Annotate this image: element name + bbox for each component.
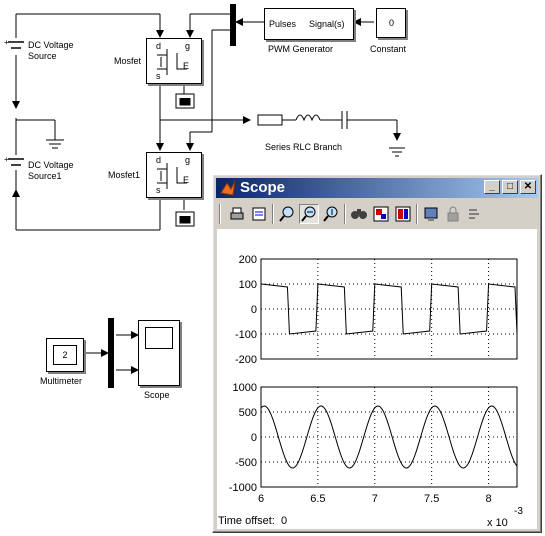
scope-toolbar bbox=[217, 202, 537, 226]
y-tick-label: -1000 bbox=[229, 482, 257, 494]
toolbar-separator bbox=[272, 204, 274, 224]
scope-window[interactable]: Scope _ □ ✕ bbox=[212, 174, 542, 533]
toolbar-grip bbox=[219, 204, 221, 224]
pwm-generator-block[interactable]: Pulses Signal(s) bbox=[264, 8, 354, 40]
scope-block[interactable] bbox=[138, 320, 180, 386]
multimeter-label: Multimeter bbox=[40, 376, 83, 386]
constant-value: 0 bbox=[389, 18, 395, 28]
y-tick-label: 0 bbox=[251, 432, 257, 444]
maximize-button[interactable]: □ bbox=[502, 180, 518, 194]
y-tick-label: 100 bbox=[239, 279, 257, 291]
y-tick-label: 200 bbox=[239, 254, 257, 266]
y-tick-label: 0 bbox=[251, 304, 257, 316]
signal-trace bbox=[260, 283, 518, 335]
zoom-icon[interactable] bbox=[277, 204, 297, 224]
mosfet1-port-g: g bbox=[185, 155, 191, 165]
x-tick-label: 7 bbox=[372, 493, 378, 505]
pwm-output-port: Signal(s) bbox=[309, 19, 345, 29]
constant-label: Constant bbox=[370, 44, 407, 54]
x-tick-label: 8 bbox=[485, 493, 491, 505]
save-axes-icon[interactable] bbox=[371, 204, 391, 224]
print-icon[interactable] bbox=[227, 204, 247, 224]
mosfet-port-d: d bbox=[156, 41, 162, 51]
y-tick-label: -100 bbox=[235, 329, 257, 341]
mosfet1-label: Mosfet1 bbox=[108, 170, 141, 180]
restore-axes-icon[interactable] bbox=[393, 204, 413, 224]
y-tick-label: 1000 bbox=[233, 382, 257, 394]
y-tick-label: -200 bbox=[235, 354, 257, 366]
scope-block-label: Scope bbox=[144, 390, 170, 400]
toolbar-separator bbox=[416, 204, 418, 224]
y-tick-label: 500 bbox=[239, 407, 257, 419]
svg-text:+: + bbox=[4, 155, 9, 164]
floating-scope-icon[interactable] bbox=[421, 204, 441, 224]
mosfet-label: Mosfet bbox=[114, 56, 142, 66]
dc-source1-label: DC Voltage Source1 bbox=[28, 160, 74, 181]
pwm-generator-label: PWM Generator bbox=[268, 44, 334, 54]
toolbar-separator bbox=[344, 204, 346, 224]
mosfet-port-s: s bbox=[156, 71, 161, 81]
x-axis-exponent: -3 bbox=[514, 506, 523, 517]
x-tick-label: 7.5 bbox=[424, 493, 439, 505]
zoom-y-icon[interactable] bbox=[321, 204, 341, 224]
mosfet1-port-s: s bbox=[156, 185, 161, 195]
mosfet-icon bbox=[157, 49, 187, 75]
x-tick-label: 6.5 bbox=[310, 493, 325, 505]
scope-block-screen bbox=[145, 327, 173, 349]
zoom-x-icon[interactable] bbox=[299, 204, 319, 224]
time-offset-label: Time offset: bbox=[218, 515, 275, 527]
svg-text:+: + bbox=[4, 38, 9, 47]
pwm-input-port: Pulses bbox=[269, 19, 297, 29]
signal-selector-icon[interactable] bbox=[465, 204, 485, 224]
autoscale-icon[interactable] bbox=[349, 204, 369, 224]
y-tick-label: -500 bbox=[235, 457, 257, 469]
mosfet1-icon bbox=[157, 163, 187, 189]
window-title: Scope bbox=[240, 179, 286, 196]
dc-source-label: DC Voltage Source bbox=[28, 40, 74, 61]
matlab-logo-icon bbox=[220, 180, 236, 196]
mosfet1-port-d: d bbox=[156, 155, 162, 165]
parameters-icon[interactable] bbox=[249, 204, 269, 224]
multimeter-block[interactable]: 2 bbox=[46, 338, 84, 372]
x-axis-multiplier: x 10 bbox=[487, 517, 508, 529]
title-bar[interactable]: Scope _ □ ✕ bbox=[216, 178, 538, 198]
mosfet1-port-e: E bbox=[183, 175, 190, 185]
mosfet-port-g: g bbox=[185, 41, 191, 51]
rlc-branch-label: Series RLC Branch bbox=[265, 142, 343, 152]
close-button[interactable]: ✕ bbox=[520, 180, 536, 194]
signal-trace bbox=[260, 405, 518, 469]
minimize-button[interactable]: _ bbox=[484, 180, 500, 194]
x-tick-label: 6 bbox=[258, 493, 264, 505]
constant-block[interactable]: 0 bbox=[376, 8, 406, 38]
mosfet1-block[interactable]: d g s E bbox=[146, 152, 202, 198]
mosfet-block[interactable]: d g s E bbox=[146, 38, 202, 84]
lock-axes-icon[interactable] bbox=[443, 204, 463, 224]
multimeter-display: 2 bbox=[53, 345, 77, 365]
time-offset-value: 0 bbox=[281, 515, 288, 527]
mosfet-port-e: E bbox=[183, 61, 190, 71]
